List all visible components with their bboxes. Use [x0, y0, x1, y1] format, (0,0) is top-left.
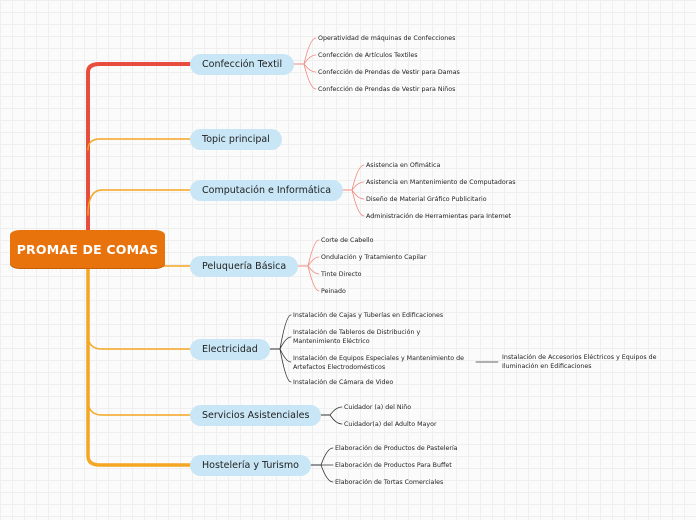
subtopic[interactable]: Elaboración de Productos de Pastelería: [335, 445, 458, 452]
subtopic-connector: [307, 239, 320, 267]
subtopic[interactable]: Elaboración de Productos Para Buffet: [335, 462, 452, 469]
subtopic-connector: [303, 37, 317, 65]
root-topic[interactable]: PROMAE DE COMAS: [10, 230, 165, 268]
subtopic[interactable]: Instalación de Equipos Especiales y Mant…: [293, 355, 464, 371]
branch-connector: [87, 189, 191, 216]
subtopic-connector: [320, 464, 334, 483]
trunk-connector: [86, 266, 192, 467]
subtopic[interactable]: Administración de Herramientas para Inte…: [366, 213, 512, 220]
topic-confeccion-textil[interactable]: Confección Textil: [190, 54, 295, 75]
subtopic-connector: [351, 189, 365, 200]
subtopic[interactable]: Instalación de Cámara de Video: [293, 379, 394, 386]
branch-connector: [87, 399, 191, 416]
subtopic-connector: [307, 265, 320, 275]
branch-connector: [86, 62, 192, 152]
subtopic-connector: [279, 336, 292, 350]
subtopic-connector: [329, 406, 343, 416]
branch-connector: [87, 138, 191, 151]
subtopic-connector: [303, 63, 317, 73]
topic-hosteleria[interactable]: Hostelería y Turismo: [190, 455, 311, 476]
subtopic-connector: [303, 54, 317, 65]
subtopic-connector: [279, 348, 292, 383]
topic-electricidad[interactable]: Electricidad: [190, 339, 270, 360]
subtopic-connector: [307, 265, 320, 292]
subtopic-connector: [279, 348, 292, 363]
subtopic[interactable]: Instalación de Tableros de Distribución …: [293, 329, 421, 345]
subtopic-connector: [279, 314, 292, 350]
subtopic[interactable]: Instalación de Cajas y Tuberías en Edifi…: [293, 312, 444, 319]
subtopic[interactable]: Tinte Directo: [321, 271, 362, 278]
subtopic[interactable]: Corte de Cabello: [321, 237, 374, 244]
subtopic-connector: [351, 189, 365, 217]
subtopic[interactable]: Ondulación y Tratamiento Capilar: [321, 254, 427, 261]
subtopic[interactable]: Confección de Prendas de Vestir para Dam…: [318, 69, 460, 76]
subtopic[interactable]: Confección de Prendas de Vestir para Niñ…: [318, 86, 456, 93]
topic-principal[interactable]: Topic principal: [190, 129, 282, 150]
subtopic[interactable]: Cuidador(a) del Adulto Mayor: [344, 421, 437, 428]
subtopic-connector: [307, 256, 320, 267]
subtopic-connector: [320, 447, 334, 466]
subtopic[interactable]: Confección de Artículos Textiles: [318, 52, 418, 59]
subtopic-connector: [329, 414, 343, 425]
subtopic[interactable]: Peinado: [321, 288, 346, 295]
subtopic[interactable]: Elaboración de Tortas Comerciales: [335, 479, 444, 486]
branch-connector: [87, 334, 191, 350]
subtopic-level2[interactable]: Instalación de Accesorios Eléctricos y E…: [502, 354, 657, 370]
subtopic-connector: [303, 63, 317, 90]
subtopic-connector: [351, 164, 365, 191]
topic-servicios-asistenciales[interactable]: Servicios Asistenciales: [190, 405, 322, 426]
subtopic[interactable]: Cuidador (a) del Niño: [344, 404, 412, 411]
subtopic-connector: [351, 181, 365, 191]
topic-computacion[interactable]: Computación e Informática: [190, 180, 344, 201]
subtopic[interactable]: Diseño de Material Gráfico Publicitario: [366, 196, 487, 203]
topic-peluqueria[interactable]: Peluquería Básica: [190, 256, 299, 277]
subtopic[interactable]: Operatividad de máquinas de Confecciones: [318, 35, 456, 42]
subtopic[interactable]: Asistencia en Mantenimiento de Computado…: [366, 179, 516, 186]
subtopic[interactable]: Asistencia en Ofimática: [366, 162, 441, 169]
